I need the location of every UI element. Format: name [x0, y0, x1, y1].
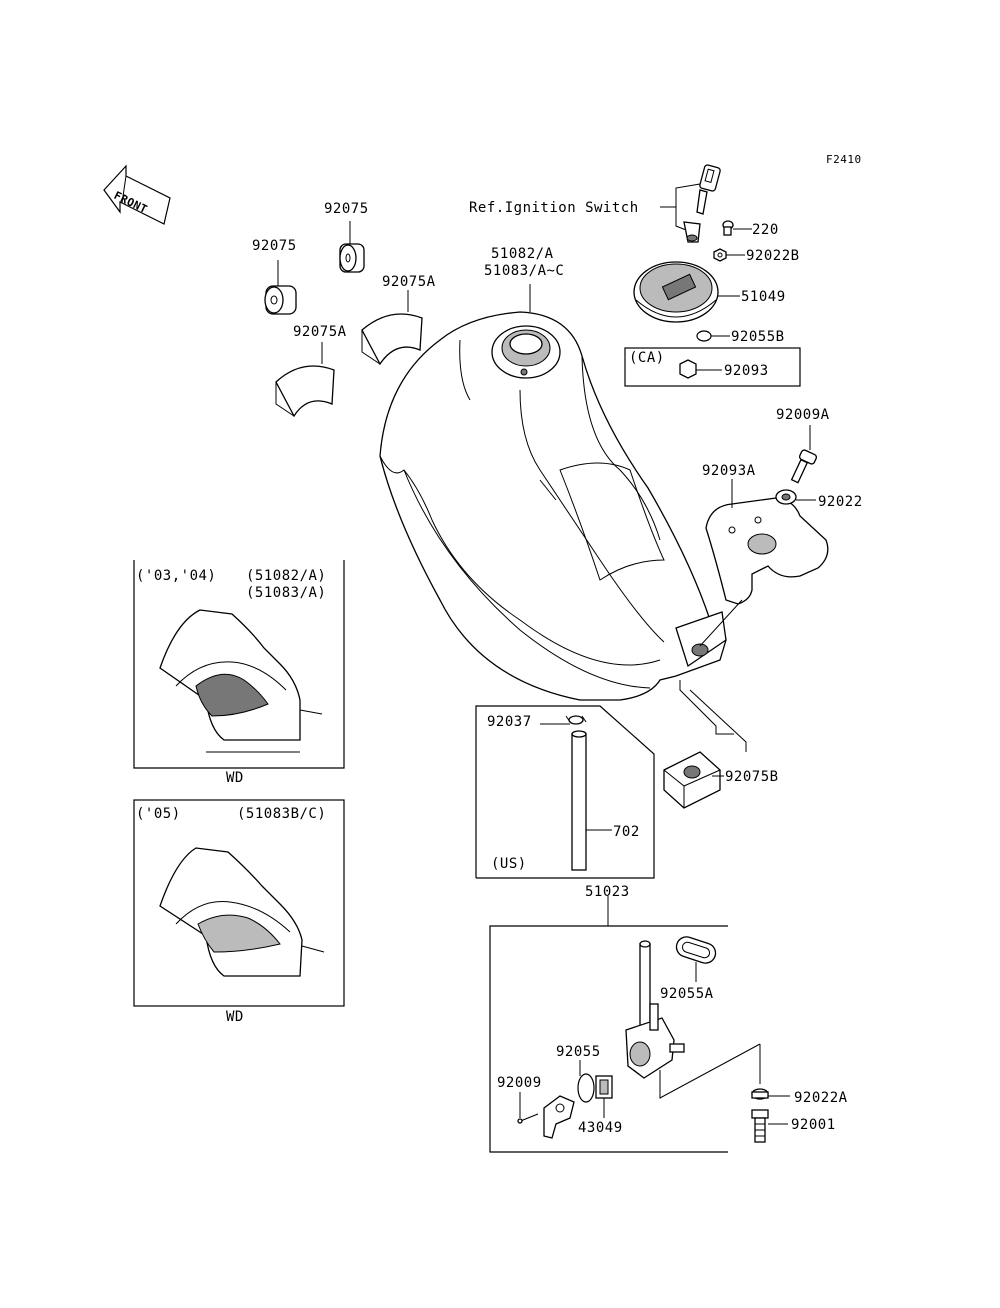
inset-1-years: ('03,'04) — [136, 568, 217, 584]
part-702[interactable]: 702 — [613, 824, 640, 840]
part-92055a[interactable]: 92055A — [660, 986, 714, 1002]
ignition-key-icon — [683, 164, 721, 243]
inset-1-caption: WD — [226, 770, 244, 786]
part-92009[interactable]: 92009 — [497, 1075, 542, 1091]
damper-92075-top-icon — [339, 243, 365, 273]
nut-92022b-icon — [713, 248, 727, 262]
inset-1-part-a: (51082/A) — [246, 568, 327, 584]
part-92009a[interactable]: 92009A — [776, 407, 830, 423]
part-92075a-top[interactable]: 92075A — [382, 274, 436, 290]
washer-92022-icon — [775, 489, 797, 505]
figure-code: F2410 — [826, 153, 862, 166]
nut-92093-icon — [679, 359, 697, 379]
part-51082[interactable]: 51082/A — [491, 246, 554, 262]
ref-ignition-switch-label[interactable]: Ref.Ignition Switch — [469, 200, 639, 216]
part-92055b[interactable]: 92055B — [731, 329, 785, 345]
lever-icon — [543, 1095, 575, 1139]
us-label: (US) — [491, 856, 527, 872]
us-box — [475, 705, 655, 879]
part-92022[interactable]: 92022 — [818, 494, 863, 510]
part-92075-top[interactable]: 92075 — [324, 201, 369, 217]
part-92093a[interactable]: 92093A — [702, 463, 756, 479]
bracket-92093a-icon — [705, 497, 829, 605]
fuel-tank-icon — [379, 311, 727, 701]
inset-1-part-b: (51083/A) — [246, 585, 327, 601]
part-92001[interactable]: 92001 — [791, 1117, 836, 1133]
clamp-92037-icon — [565, 715, 587, 725]
part-51049[interactable]: 51049 — [741, 289, 786, 305]
ca-label: (CA) — [629, 350, 665, 366]
damper-92075a-left-icon — [275, 365, 335, 418]
part-92055[interactable]: 92055 — [556, 1044, 601, 1060]
tank-decal-icon — [159, 609, 323, 741]
damper-92075-left-icon — [264, 285, 297, 315]
inset-2-box — [133, 799, 345, 1007]
damper-92075a-top-icon — [361, 313, 423, 366]
part-92022b[interactable]: 92022B — [746, 248, 800, 264]
screw-220-icon — [722, 220, 734, 236]
hose-702-icon — [571, 730, 587, 871]
screw-92009-icon — [517, 1113, 539, 1124]
fuel-tap-box — [489, 925, 728, 1153]
part-220[interactable]: 220 — [752, 222, 779, 238]
tank-decal-2-icon — [159, 847, 325, 977]
part-51083[interactable]: 51083/A~C — [484, 263, 565, 279]
filter-43049-icon — [595, 1075, 613, 1099]
oring-92055-icon — [577, 1073, 595, 1103]
part-92075b[interactable]: 92075B — [725, 769, 779, 785]
inset-1-box — [133, 560, 345, 769]
inset-2-caption: WD — [226, 1009, 244, 1025]
part-51023[interactable]: 51023 — [585, 884, 630, 900]
part-92037[interactable]: 92037 — [487, 714, 532, 730]
part-92075a-left[interactable]: 92075A — [293, 324, 347, 340]
inset-2-parts: (51083B/C) — [237, 806, 327, 822]
front-arrow-icon — [103, 164, 171, 225]
damper-92075b-icon — [663, 751, 721, 809]
fuel-cap-icon — [633, 261, 719, 323]
fuel-tap-icon — [625, 940, 685, 1079]
ca-box — [624, 347, 801, 387]
washer-92022a-icon — [751, 1088, 769, 1100]
oring-92055b-icon — [696, 330, 712, 342]
part-43049[interactable]: 43049 — [578, 1120, 623, 1136]
bolt-92001-icon — [751, 1109, 769, 1143]
part-92075-left[interactable]: 92075 — [252, 238, 297, 254]
part-92093[interactable]: 92093 — [724, 363, 769, 379]
bolt-92009a-icon — [790, 449, 818, 484]
part-92022a[interactable]: 92022A — [794, 1090, 848, 1106]
inset-2-years: ('05) — [136, 806, 181, 822]
gasket-92055a-icon — [675, 936, 717, 964]
